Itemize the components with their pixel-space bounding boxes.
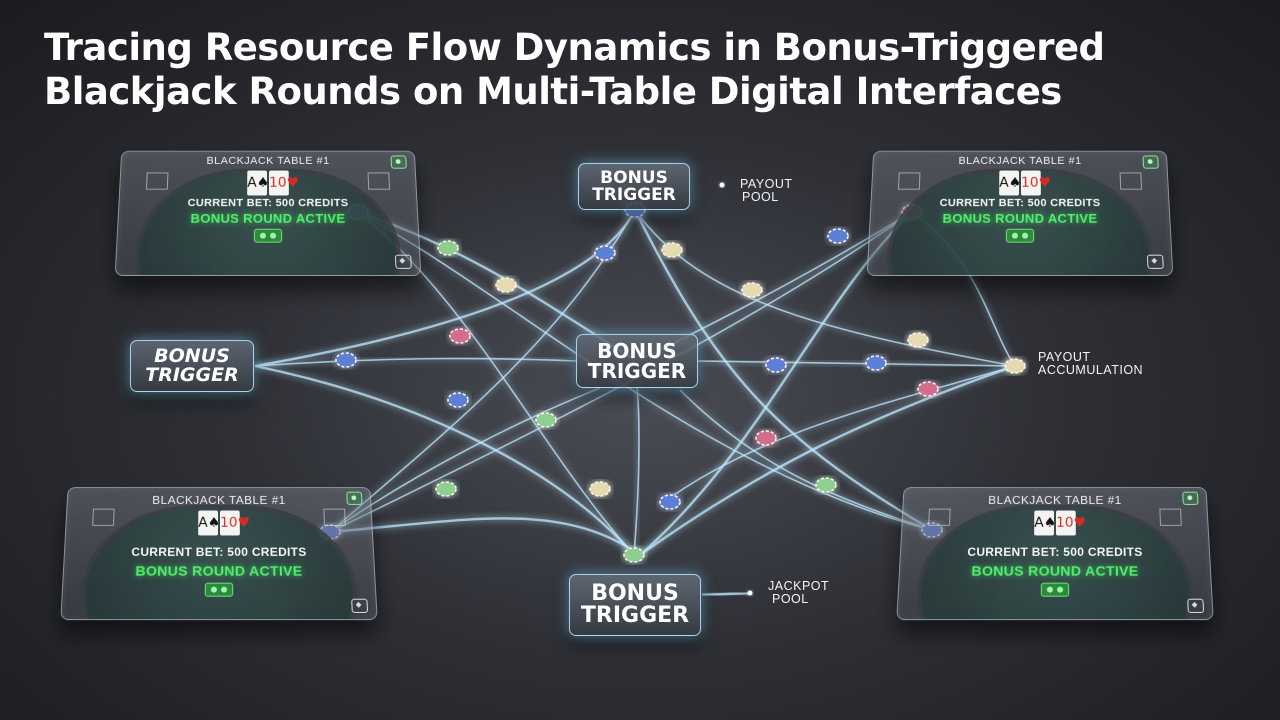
bet-spot-right <box>368 172 390 189</box>
table-title: BLACKJACK TABLE #1 <box>121 155 414 166</box>
flow-chip <box>624 548 644 562</box>
bonus-status: BONUS ROUND ACTIVE <box>900 563 1211 579</box>
bonus-badge-icon <box>1041 583 1069 597</box>
flow-chip <box>536 413 556 427</box>
flow-chip <box>496 278 516 292</box>
flow-line <box>330 518 640 555</box>
playing-card: 10♥ <box>220 511 240 536</box>
flow-chip <box>336 353 356 367</box>
bonus-badge-icon <box>1006 229 1034 243</box>
table-title: BLACKJACK TABLE #1 <box>873 155 1166 166</box>
bonus-status: BONUS ROUND ACTIVE <box>64 563 375 579</box>
chip-icon <box>1142 155 1158 168</box>
card-hand: A♠ 10♥ <box>198 511 240 536</box>
flow-chip <box>450 329 470 343</box>
bet-spot-right <box>323 509 345 526</box>
flow-chip <box>590 482 610 496</box>
blackjack-table-top-left[interactable]: BLACKJACK TABLE #1 A♠ 10♥ CURRENT BET: 5… <box>115 151 422 276</box>
card-hand: A♠ 10♥ <box>999 171 1041 196</box>
current-bet: CURRENT BET: 500 CREDITS <box>871 197 1169 209</box>
playing-card: A♠ <box>1034 511 1054 536</box>
playing-card: A♠ <box>999 171 1019 196</box>
playing-card: 10♥ <box>1021 171 1041 196</box>
bet-spot-left <box>146 172 168 189</box>
expand-icon[interactable] <box>1187 599 1204 613</box>
flow-chip <box>756 431 776 445</box>
chip-icon <box>390 155 406 168</box>
table-title: BLACKJACK TABLE #1 <box>903 494 1206 507</box>
bet-spot-left <box>898 172 920 189</box>
blackjack-table-top-right[interactable]: BLACKJACK TABLE #1 A♠ 10♥ CURRENT BET: 5… <box>867 151 1174 276</box>
flow-chip <box>595 246 615 260</box>
trigger-label-line-2: TRIGGER <box>588 361 686 381</box>
jackpot-pool-label: JACKPOT POOL <box>768 580 829 606</box>
playing-card: 10♥ <box>269 171 289 196</box>
bonus-trigger-center[interactable]: BONUS TRIGGER <box>576 334 698 388</box>
trigger-label-line-1: BONUS <box>588 341 686 361</box>
trigger-label-line-2: TRIGGER <box>592 187 676 204</box>
chip-icon <box>346 492 362 505</box>
bonus-trigger-bottom[interactable]: BONUS TRIGGER <box>569 574 701 636</box>
current-bet: CURRENT BET: 500 CREDITS <box>901 545 1210 559</box>
chip-icon <box>1182 492 1198 505</box>
pool-label-line-2: POOL <box>740 191 793 204</box>
payout-pool-label: PAYOUT POOL <box>740 178 793 204</box>
flow-chip <box>660 495 680 509</box>
payout-accumulation-label: PAYOUT ACCUMULATION <box>1038 351 1143 377</box>
pool-label-line-2: POOL <box>768 593 829 606</box>
playing-card: 10♥ <box>1056 511 1076 536</box>
flow-chip <box>766 358 786 372</box>
flow-line <box>634 388 639 555</box>
flow-chip <box>918 382 938 396</box>
flow-line <box>698 361 1015 366</box>
bet-spot-right <box>1120 172 1142 189</box>
flow-line <box>660 366 1015 505</box>
card-hand: A♠ 10♥ <box>1034 511 1076 536</box>
flow-chip <box>866 356 886 370</box>
connector-dot <box>748 591 753 596</box>
connector-dot <box>720 183 725 188</box>
bet-spot-left <box>92 509 114 526</box>
blackjack-table-bottom-right[interactable]: BLACKJACK TABLE #1 A♠ 10♥ CURRENT BET: 5… <box>896 487 1213 620</box>
trigger-label-line-2: TRIGGER <box>581 605 689 627</box>
flow-line <box>255 359 576 366</box>
flow-chip <box>908 333 928 347</box>
flow-chip <box>436 482 456 496</box>
pool-label-line-2: ACCUMULATION <box>1038 364 1143 377</box>
flow-chip <box>448 393 468 407</box>
flow-chip <box>742 283 762 297</box>
flow-chip <box>828 229 848 243</box>
playing-card: A♠ <box>247 171 267 196</box>
current-bet: CURRENT BET: 500 CREDITS <box>65 545 374 559</box>
expand-icon[interactable] <box>395 255 412 269</box>
bonus-badge-icon <box>205 583 233 597</box>
flow-chip <box>816 478 836 492</box>
bet-spot-left <box>928 509 950 526</box>
bonus-trigger-left[interactable]: BONUS TRIGGER <box>130 340 254 392</box>
trigger-label-line-1: BONUS <box>581 583 689 605</box>
expand-icon[interactable] <box>1147 255 1164 269</box>
flow-chip <box>1005 359 1025 373</box>
flow-line <box>702 593 750 595</box>
bet-spot-right <box>1159 509 1181 526</box>
flow-chip <box>662 243 682 257</box>
bonus-trigger-top[interactable]: BONUS TRIGGER <box>578 163 690 210</box>
current-bet: CURRENT BET: 500 CREDITS <box>119 197 417 209</box>
table-title: BLACKJACK TABLE #1 <box>67 494 370 507</box>
blackjack-table-bottom-left[interactable]: BLACKJACK TABLE #1 A♠ 10♥ CURRENT BET: 5… <box>60 487 377 620</box>
bonus-status: BONUS ROUND ACTIVE <box>870 211 1169 226</box>
playing-card: A♠ <box>198 511 218 536</box>
flow-chip <box>438 241 458 255</box>
bonus-status: BONUS ROUND ACTIVE <box>118 211 417 226</box>
bonus-badge-icon <box>254 229 282 243</box>
trigger-label-line-1: BONUS <box>592 170 676 187</box>
expand-icon[interactable] <box>351 599 368 613</box>
trigger-label-line-2: TRIGGER <box>145 366 238 385</box>
card-hand: A♠ 10♥ <box>247 171 289 196</box>
